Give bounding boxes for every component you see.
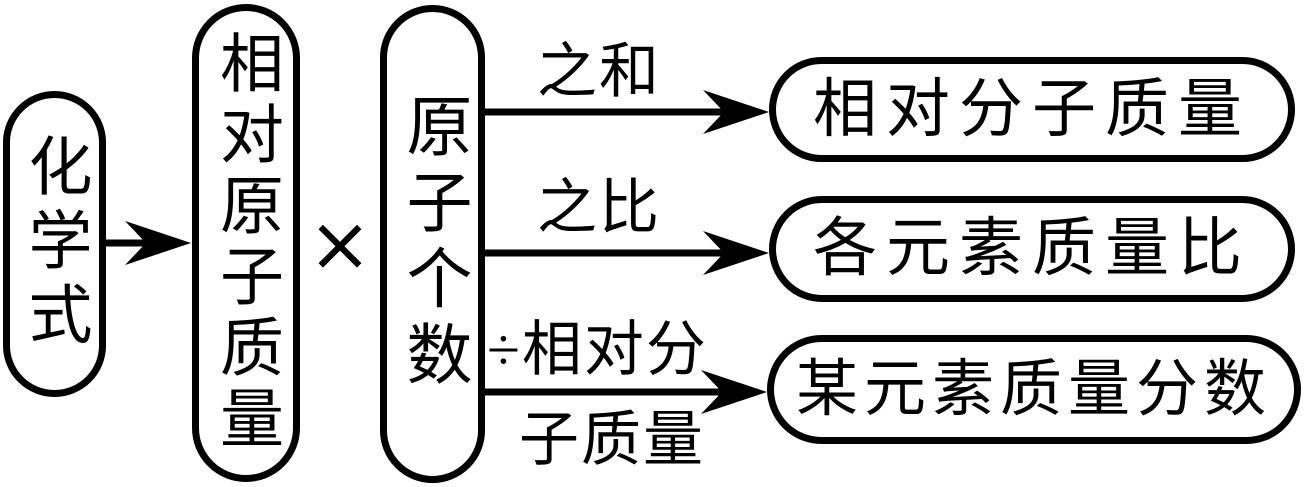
edge-label-fraction-line2: 子质量 [519,407,705,473]
node-chemical-formula: 化学式 [3,91,106,397]
edge-label-sum: 之和 [537,39,661,105]
arrow-formula-to-atomic-mass-icon [104,221,191,265]
node-atom-count-label: 原子个数 [396,92,470,396]
arrow-ratio-icon [484,231,769,275]
node-relative-atomic-mass: 相对原子质量 [192,4,300,482]
node-element-mass-fraction: 某元素质量分数 [767,335,1301,444]
node-relative-molecular-mass: 相对分子质量 [769,57,1295,162]
arrow-fraction-icon [484,370,767,414]
node-element-mass-ratio: 各元素质量比 [769,196,1295,302]
edge-label-ratio: 之比 [537,175,661,241]
arrow-sum-icon [484,90,769,134]
node-relative-atomic-mass-label: 相对原子质量 [211,30,282,456]
multiply-operator: × [308,198,372,288]
edge-label-fraction-line1: ÷相对分 [487,317,708,383]
node-element-mass-ratio-label: 各元素质量比 [813,213,1251,284]
node-element-mass-fraction-label: 某元素质量分数 [795,355,1272,424]
node-relative-molecular-mass-label: 相对分子质量 [813,73,1251,145]
node-chemical-formula-label: 化学式 [19,133,91,355]
node-atom-count: 原子个数 [380,5,485,483]
